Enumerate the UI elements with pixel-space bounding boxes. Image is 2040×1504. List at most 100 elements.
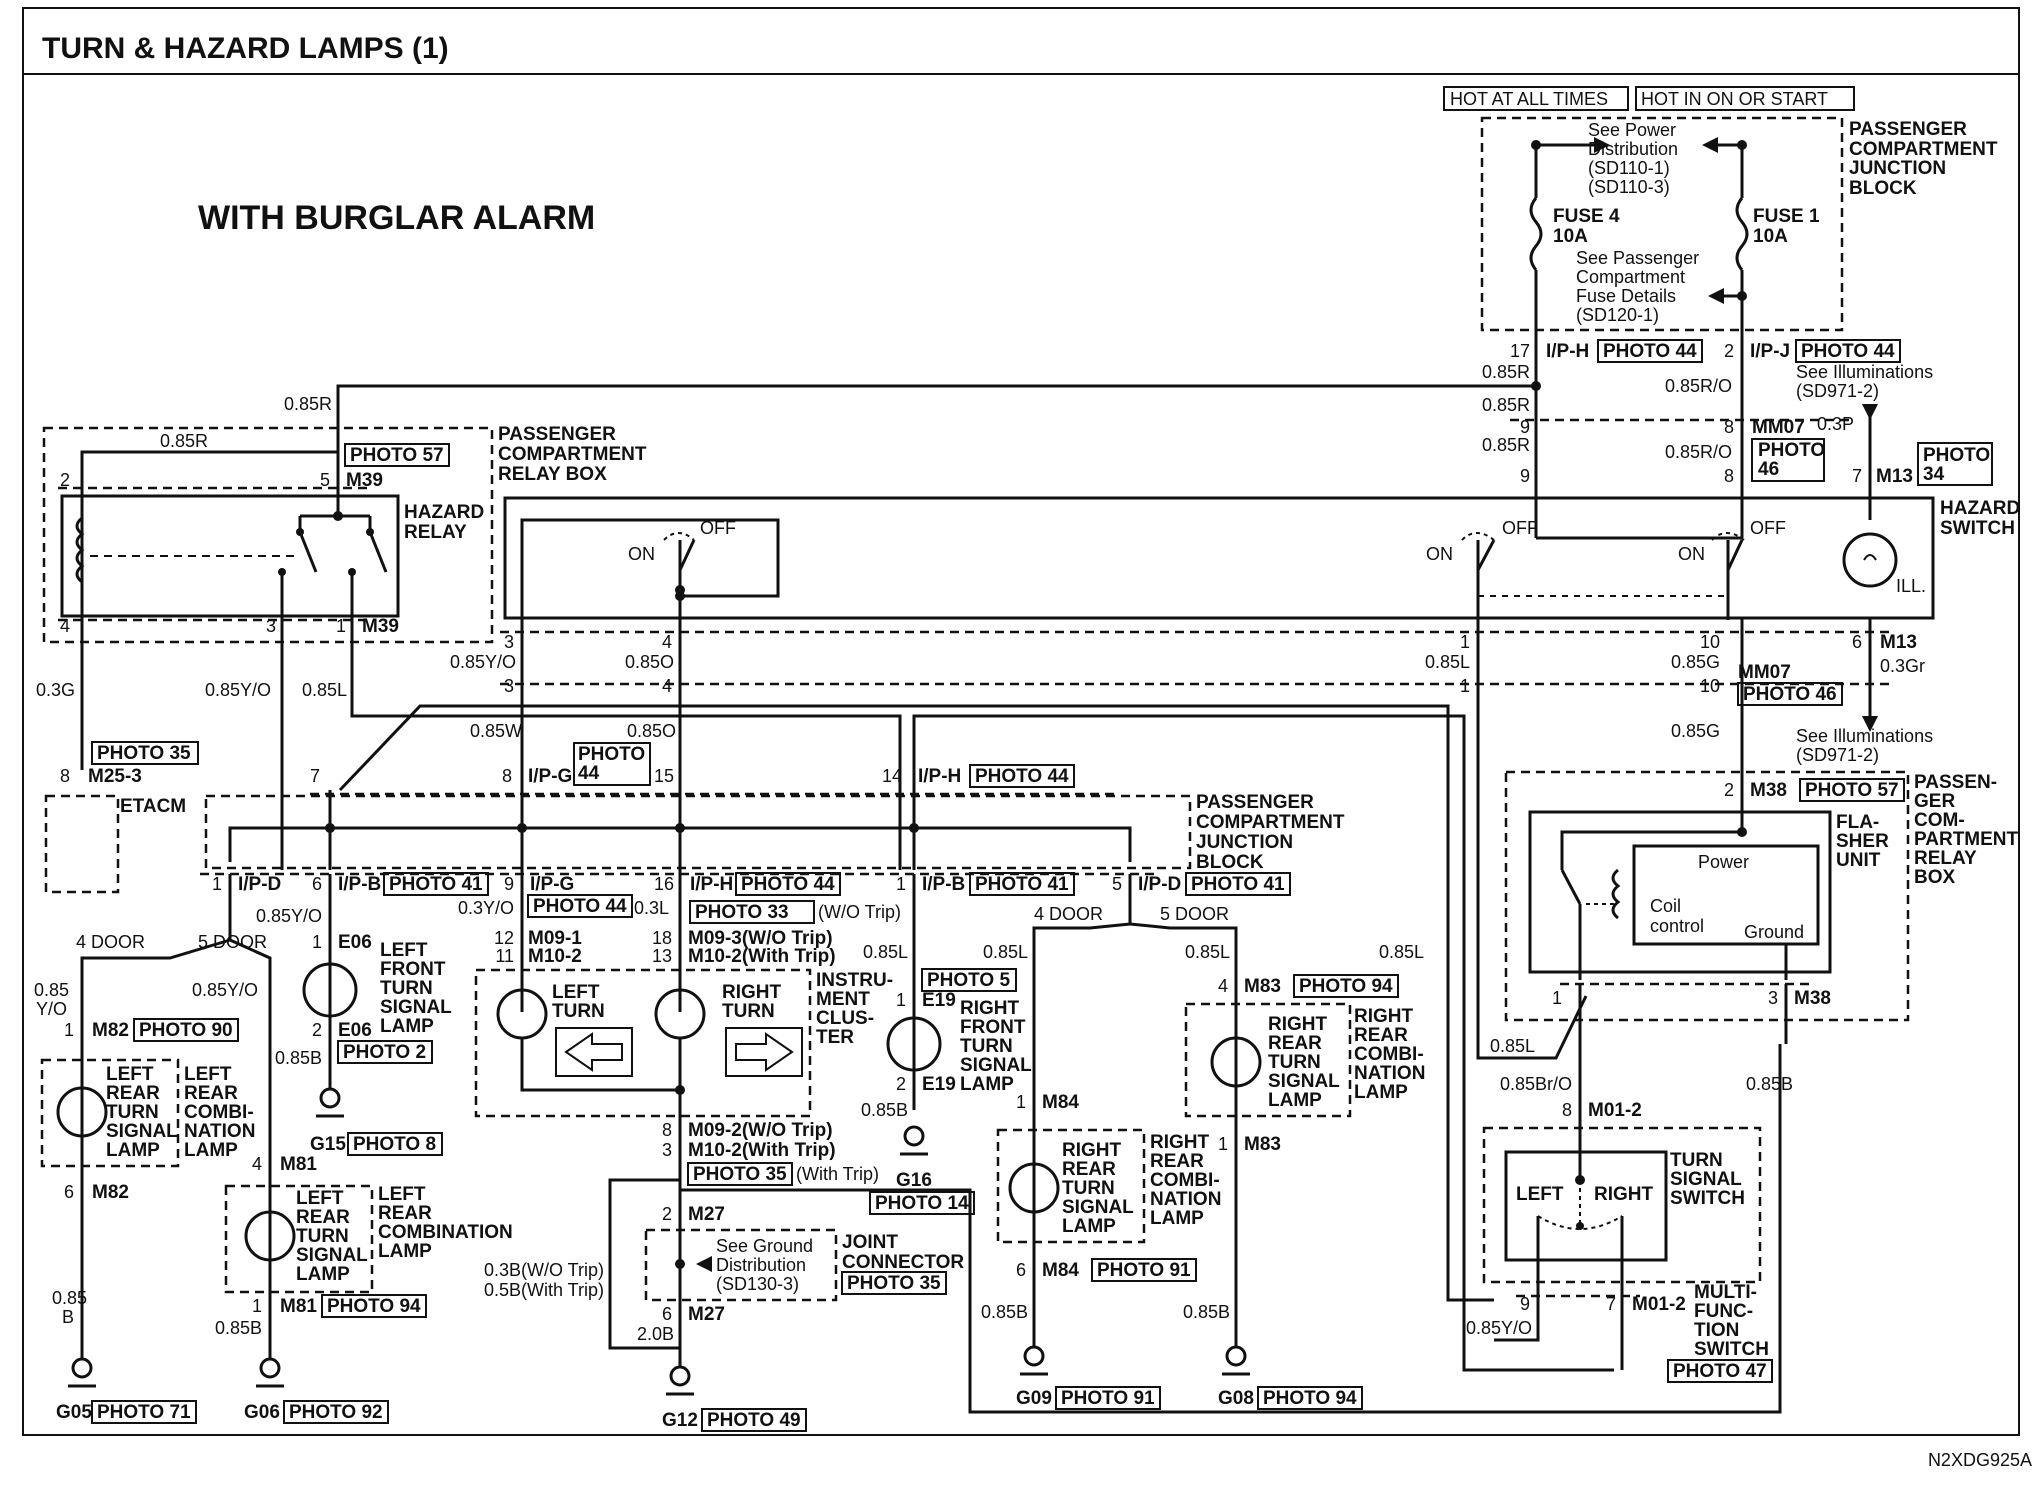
jb2-label-3: JUNCTION <box>1196 832 1293 853</box>
pin-2-e19: 2 <box>896 1074 906 1094</box>
lrts5-1: LEFT <box>296 1188 344 1209</box>
photo44-label-2: PHOTO 44 <box>1801 341 1895 362</box>
flasher-relay-1: PASSEN- <box>1914 772 1997 793</box>
flasher-pin-2: 2 <box>1724 780 1734 800</box>
pin-9: 9 <box>1520 417 1530 437</box>
photo57-label: PHOTO 57 <box>350 445 444 466</box>
switch-contact-right <box>1726 539 1744 571</box>
lrcl-2: REAR <box>184 1083 238 1104</box>
arrow-icon <box>696 1256 712 1272</box>
pin-8-m012: 8 <box>1562 1100 1572 1120</box>
ground-g15: G15 <box>310 1134 346 1155</box>
wire-085r-loop-label: 0.85R <box>160 431 208 451</box>
instrument-cluster-box <box>474 968 812 1118</box>
ground-icon <box>259 1357 281 1379</box>
lfts-1: LEFT <box>380 940 428 961</box>
photo41-label-b: PHOTO 41 <box>975 874 1069 895</box>
photo34-label-2: 34 <box>1923 464 1945 485</box>
photo8-label: PHOTO 8 <box>353 1134 436 1155</box>
etacm-box <box>44 794 120 894</box>
wire-085l-5door: 0.85L <box>1185 942 1230 962</box>
wire-085yo-mfs: 0.85Y/O <box>1466 1318 1532 1338</box>
photo46-label-1: PHOTO <box>1758 440 1825 461</box>
photo44-label-c: PHOTO 44 <box>533 896 627 917</box>
lfts-3: TURN <box>380 978 433 999</box>
mid-pin-4b: 4 <box>662 676 672 696</box>
ground-icon <box>71 1357 93 1379</box>
wire-085-label: 0.85 <box>34 980 69 1000</box>
wire-03gr-mid: 0.3Gr <box>1880 656 1925 676</box>
tss-right: RIGHT <box>1594 1184 1654 1205</box>
lrts5-3: TURN <box>296 1226 349 1247</box>
jb2-pin-8: 8 <box>502 766 512 786</box>
jb2-pin-1b: 1 <box>896 874 906 894</box>
lfts-2: FRONT <box>380 959 446 980</box>
lrcl2-2: REAR <box>378 1203 432 1224</box>
conn-m102w: M10-2(With Trip) <box>688 1140 836 1161</box>
jb2-pin-6: 6 <box>312 874 322 894</box>
photo94-label: PHOTO 94 <box>327 1296 421 1317</box>
wire-085b-g06: 0.85B <box>215 1318 262 1338</box>
pin-7: 7 <box>1852 466 1862 486</box>
pin-2-m27: 2 <box>662 1204 672 1224</box>
photo57-box-b <box>1799 778 1905 802</box>
wire-085l-label: 0.85L <box>302 680 347 700</box>
wire-085r-top-label: 0.85R <box>284 394 332 414</box>
label-5door: 5 DOOR <box>198 932 267 952</box>
wire-mfs-left <box>1494 1300 1540 1342</box>
ground-icon <box>1225 1345 1247 1367</box>
photo90-label: PHOTO 90 <box>139 1020 233 1041</box>
rrts5-3: TURN <box>1268 1052 1321 1073</box>
pin-1-m83: 1 <box>1218 1134 1228 1154</box>
photo92-box <box>283 1400 389 1424</box>
wire-4door <box>80 938 231 1310</box>
see-fuse-3: Fuse Details <box>1576 286 1676 306</box>
rrts-box-4door <box>996 1128 1146 1244</box>
jb2-pin-15: 15 <box>654 766 674 786</box>
rrcl-3: COMBI- <box>1150 1170 1220 1191</box>
left-turn-1: LEFT <box>552 982 600 1003</box>
junction-block-2: PASSENGER COMPARTMENT JUNCTION BLOCK 7 8… <box>200 742 1345 918</box>
photo41-box-c <box>1185 872 1291 896</box>
flasher-relay-4: PARTMENT <box>1914 829 2019 850</box>
conn-m83: M83 <box>1244 976 1281 997</box>
photo57-box <box>344 443 450 467</box>
mid-conn-m13: M13 <box>1880 632 1917 653</box>
wire-085g-mid: 0.85G <box>1671 652 1720 672</box>
rrcl-4: NATION <box>1150 1189 1221 1210</box>
wire-03p-label: 0.3P <box>1817 414 1854 434</box>
photo71-box <box>91 1400 197 1424</box>
see-illum-lower-1: See Illuminations <box>1796 726 1933 746</box>
junction-dot <box>1737 827 1747 837</box>
photo91-label-b: PHOTO 91 <box>1061 1388 1155 1409</box>
relay-box-label-3: RELAY BOX <box>498 464 607 485</box>
fuse1-icon <box>1735 197 1749 271</box>
photo46-label-b: PHOTO 46 <box>1743 684 1837 705</box>
flasher-unit-box <box>1528 810 1832 974</box>
pin-2-e06: 2 <box>312 1020 322 1040</box>
photo35-label-b: PHOTO 35 <box>693 1164 787 1185</box>
photo94-box-b <box>1293 974 1399 998</box>
conn-m81-b: M81 <box>280 1296 317 1317</box>
photo33-box <box>689 900 815 924</box>
relay-pin-5: 5 <box>320 470 330 490</box>
hazard-switch-label-2: SWITCH <box>1940 518 2015 539</box>
wire-085l-rfts: 0.85L <box>863 942 908 962</box>
tss-label-3: SWITCH <box>1670 1188 1745 1209</box>
flasher-relay-box <box>1504 770 1910 1022</box>
photo35-with-trip: (With Trip) <box>796 1164 879 1184</box>
arrow-icon <box>1862 716 1878 732</box>
photo47-label: PHOTO 47 <box>1673 1361 1767 1382</box>
wire-03l: 0.3L <box>634 898 669 918</box>
wire-085yo-lfts: 0.85Y/O <box>256 906 322 926</box>
arrow-icon <box>1862 404 1878 420</box>
switch-ill: ILL. <box>1896 576 1926 596</box>
pin-1-m84: 1 <box>1016 1092 1026 1112</box>
ground-icon <box>1023 1345 1045 1367</box>
jb2-pin-7: 7 <box>310 766 320 786</box>
cluster-4: TER <box>816 1027 854 1048</box>
wire-085g-lower: 0.85G <box>1671 721 1720 741</box>
wire-085r-label: 0.85R <box>1482 362 1530 382</box>
relay-switch-2 <box>368 531 388 573</box>
switch-contact-left <box>678 539 696 571</box>
